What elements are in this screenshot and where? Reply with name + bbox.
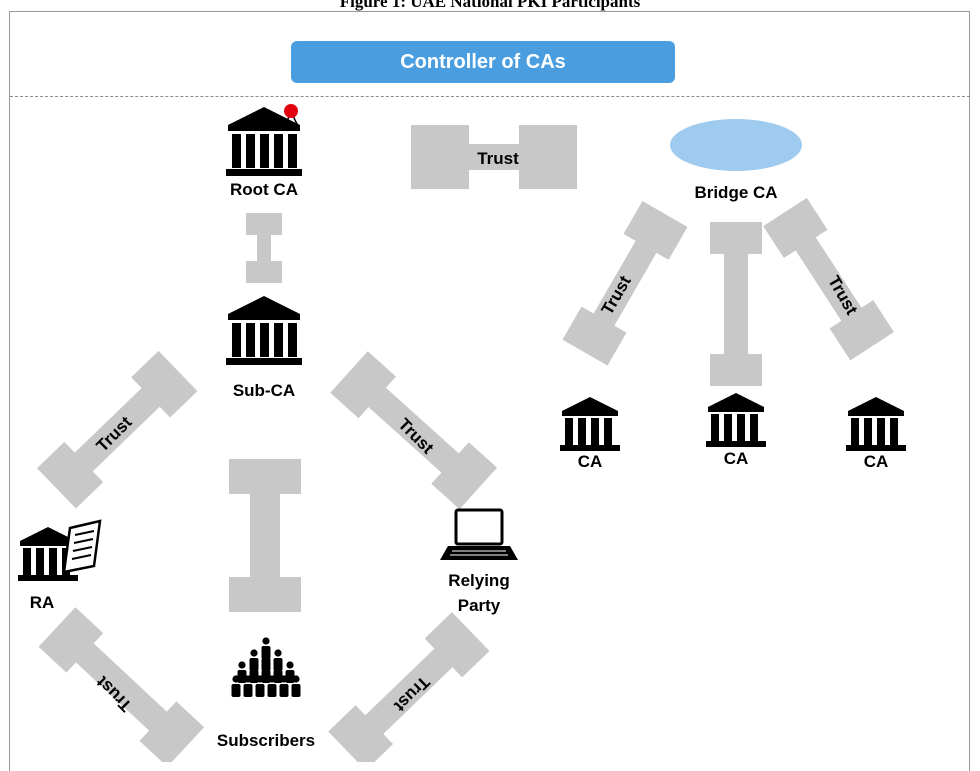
bridge-ca-ellipse (670, 119, 802, 171)
ca-1-label: CA (577, 452, 603, 471)
subca-relying-arrow (330, 351, 498, 510)
sub-ca-building-icon (226, 296, 302, 365)
root-ca-label: Root CA (230, 180, 298, 199)
sub-ca-label: Sub-CA (232, 381, 296, 400)
ca-2-building-icon (706, 393, 766, 447)
root-subca-arrow (246, 213, 282, 283)
ca-2-label: CA (723, 449, 749, 468)
ra-label: RA (29, 593, 55, 612)
diagram-frame (9, 11, 970, 771)
subscribers-label: Subscribers (216, 731, 316, 750)
subscribers-relying-arrow (328, 612, 490, 762)
relying-party-label-line1: Relying (448, 571, 510, 590)
bridge-ca1-arrow (562, 201, 688, 366)
ca-3-building-icon (846, 397, 906, 451)
subscribers-group-icon (231, 637, 301, 697)
bridge-ca3-arrow (763, 197, 894, 361)
ca-3-label: CA (863, 452, 889, 471)
ca-1-building-icon (560, 397, 620, 451)
ra-icon (18, 519, 102, 581)
laptop-icon (440, 508, 518, 560)
subca-ra-arrow (36, 350, 198, 509)
ra-subscribers-arrow (38, 607, 205, 762)
figure-title: Figure 1: UAE National PKI Participants (339, 0, 641, 11)
controller-of-cas-box: Controller of CAs (291, 41, 675, 83)
trust-label-root-bridge: Trust (477, 149, 519, 168)
controller-label: Controller of CAs (400, 50, 566, 73)
bridge-ca2-arrow (710, 222, 762, 386)
trust-arrows (36, 125, 894, 762)
bridge-ca-label: Bridge CA (694, 183, 778, 202)
seal-icon (283, 104, 300, 129)
root-bridge-arrow (411, 125, 577, 189)
relying-party-label-line2: Party (457, 596, 501, 615)
dashed-divider (10, 96, 970, 97)
subca-subscribers-arrow (229, 459, 301, 612)
